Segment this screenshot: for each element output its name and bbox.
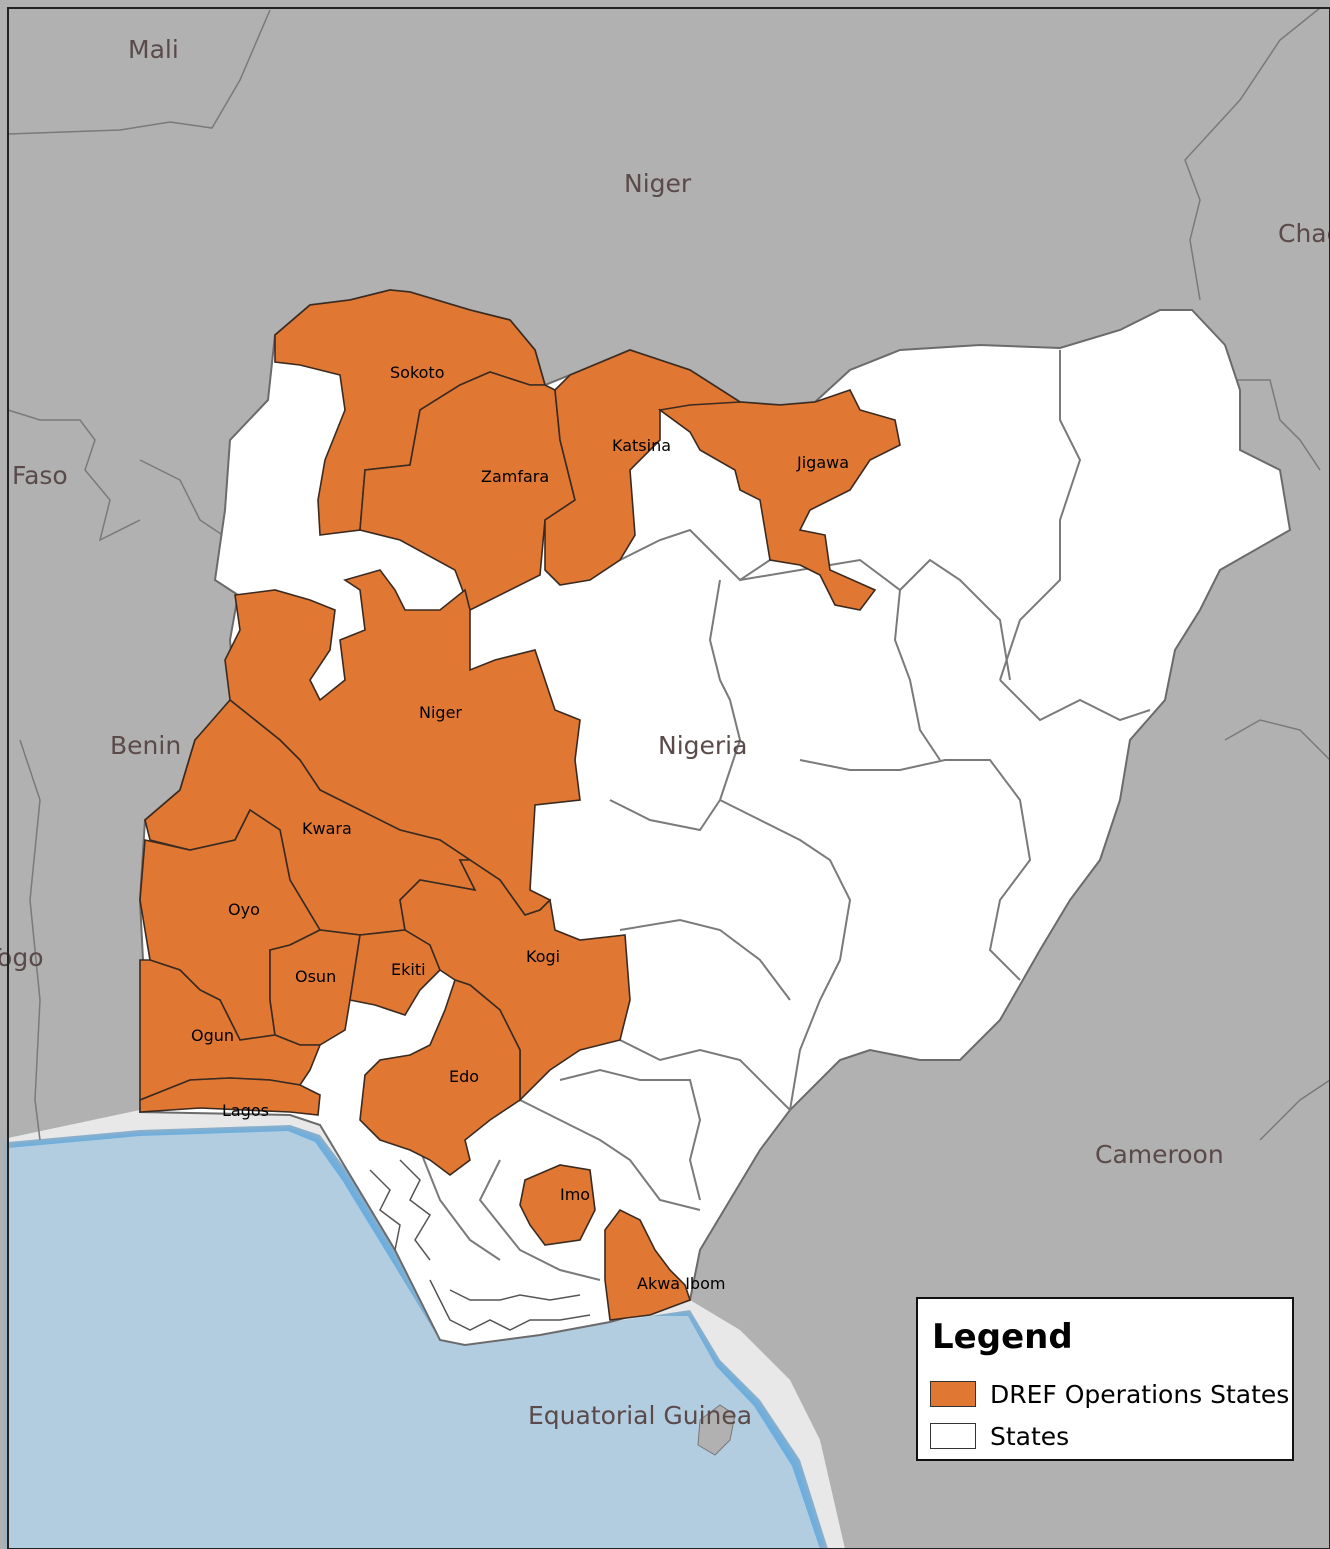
bioko-island bbox=[697, 1404, 736, 1456]
state-label-kogi: Kogi bbox=[526, 947, 560, 966]
country-label-benin: Benin bbox=[110, 731, 181, 760]
state-label-oyo: Oyo bbox=[228, 900, 260, 919]
legend-swatch-states bbox=[930, 1423, 976, 1449]
country-label-mali: Mali bbox=[128, 35, 179, 64]
dref-states bbox=[139, 289, 901, 1321]
state-label-ogun: Ogun bbox=[191, 1026, 234, 1045]
legend-swatch-dref bbox=[930, 1381, 976, 1407]
legend-title: Legend bbox=[932, 1317, 1073, 1357]
country-labels: Mali Niger Chad Faso Benin Togo Nigeria … bbox=[0, 35, 1330, 1430]
state-label-osun: Osun bbox=[295, 967, 336, 986]
country-label-togo: Togo bbox=[0, 943, 43, 972]
country-label-faso: Faso bbox=[12, 461, 68, 490]
country-borders bbox=[7, 7, 1330, 1141]
state-label-lagos: Lagos bbox=[222, 1101, 269, 1120]
state-shape-imo[interactable] bbox=[519, 1164, 596, 1246]
state-label-zamfara: Zamfara bbox=[481, 467, 549, 486]
state-label-katsina: Katsina bbox=[612, 436, 671, 455]
state-shape-lagos[interactable] bbox=[139, 1077, 321, 1116]
state-labels: Sokoto Zamfara Katsina Jigawa Niger Kwar… bbox=[191, 363, 849, 1293]
legend-label-dref: DREF Operations States bbox=[990, 1379, 1290, 1409]
state-shape-akwa-ibom[interactable] bbox=[604, 1208, 692, 1321]
country-label-equatorial-guinea: Equatorial Guinea bbox=[528, 1401, 752, 1430]
state-label-edo: Edo bbox=[449, 1067, 479, 1086]
state-label-kwara: Kwara bbox=[302, 819, 352, 838]
state-label-jigawa: Jigawa bbox=[796, 453, 849, 472]
state-label-imo: Imo bbox=[560, 1185, 590, 1204]
country-label-niger: Niger bbox=[624, 169, 692, 198]
niger-delta-creeks bbox=[369, 1159, 591, 1331]
legend-item-dref: DREF Operations States bbox=[930, 1379, 1289, 1409]
legend-label-states: States bbox=[990, 1421, 1070, 1451]
state-shape-osun[interactable] bbox=[269, 929, 361, 1046]
country-label-cameroon: Cameroon bbox=[1095, 1140, 1224, 1169]
state-shape-edo[interactable] bbox=[359, 978, 521, 1176]
legend: Legend DREF Operations States States bbox=[916, 1297, 1294, 1461]
state-label-niger: Niger bbox=[419, 703, 462, 722]
gulf-of-guinea-sea bbox=[8, 1125, 828, 1549]
country-label-nigeria: Nigeria bbox=[658, 731, 747, 760]
country-label-chad: Chad bbox=[1278, 219, 1330, 248]
legend-item-states: States bbox=[930, 1421, 1069, 1451]
state-label-ekiti: Ekiti bbox=[391, 960, 426, 979]
state-label-sokoto: Sokoto bbox=[390, 363, 445, 382]
state-shape-jigawa[interactable] bbox=[657, 389, 901, 611]
state-label-akwa-ibom: Akwa Ibom bbox=[637, 1274, 725, 1293]
map-border bbox=[7, 7, 1330, 1549]
